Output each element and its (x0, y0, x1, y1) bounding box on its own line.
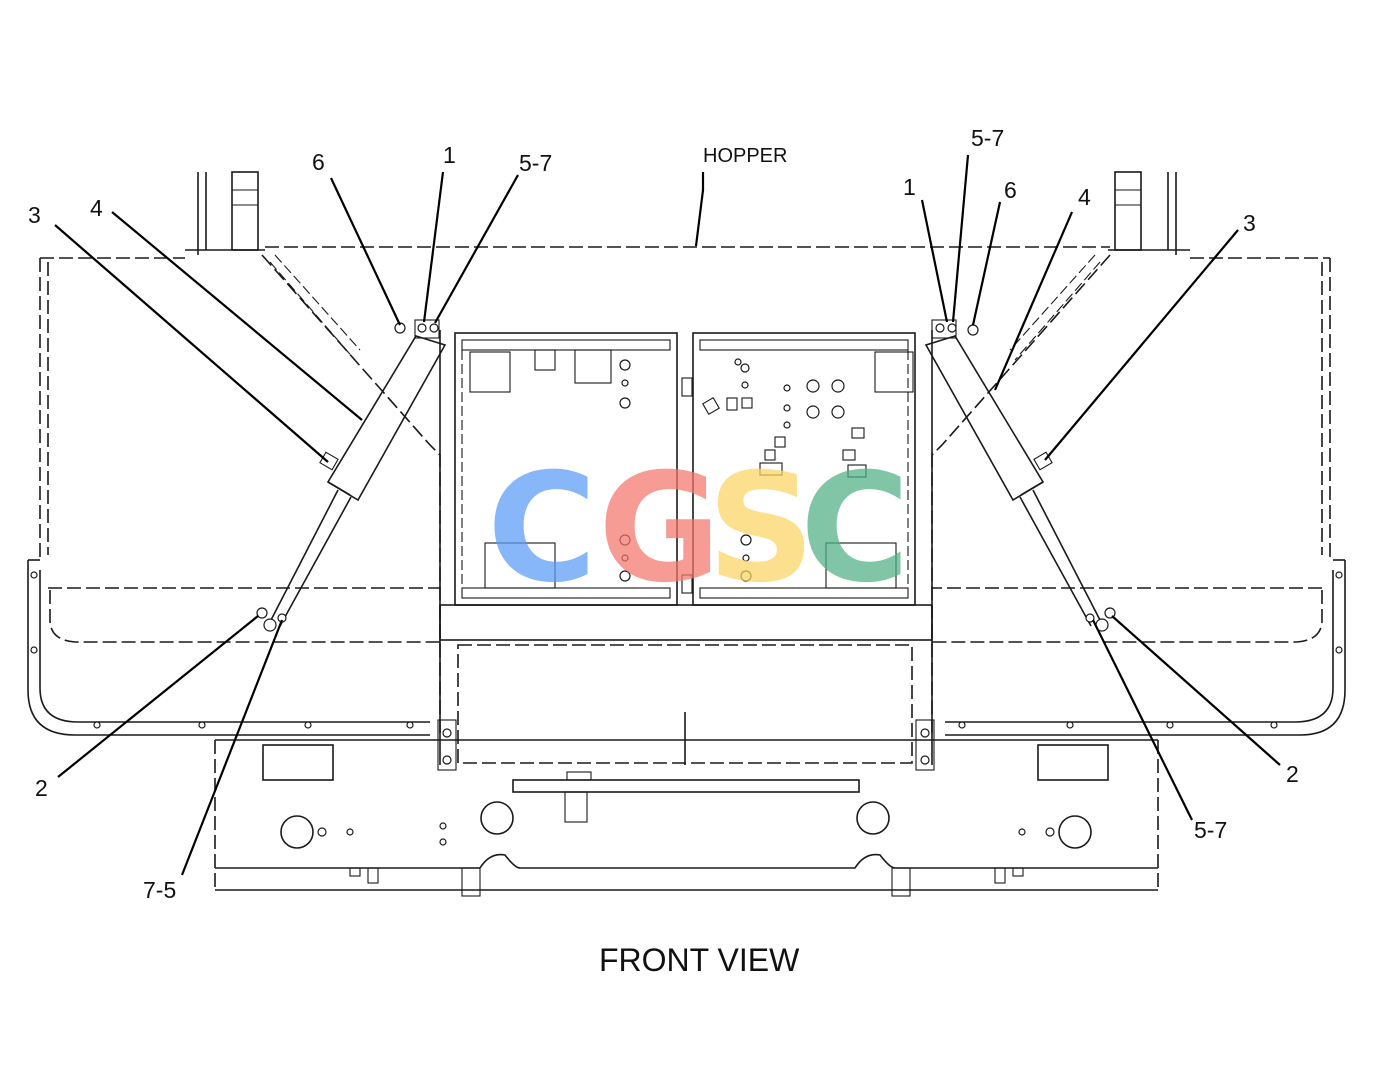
right-callout-6: 6 (1004, 177, 1017, 203)
hopper-top (185, 171, 1190, 255)
lower-chassis (214, 739, 1159, 897)
left-callout-7-5: 7-5 (143, 877, 176, 903)
left-callout-3: 3 (28, 202, 41, 228)
left-hopper-cylinder (256, 319, 447, 632)
right-hopper-wing (931, 254, 1346, 736)
right-callout-5-7-top: 5-7 (971, 125, 1004, 151)
right-callout-3: 3 (1243, 210, 1256, 236)
watermark-letter-c2: C (800, 442, 910, 616)
watermark-letter-g: G (598, 442, 721, 616)
watermark-letter-s: S (707, 442, 815, 616)
leader-lines (54, 154, 1281, 876)
cgsc-watermark: C G S C (487, 442, 910, 616)
right-hopper-cylinder (924, 319, 1116, 632)
view-title: FRONT VIEW (599, 942, 800, 978)
right-callout-1: 1 (903, 174, 916, 200)
central-frame (437, 330, 935, 771)
watermark-letter-c1: C (487, 442, 597, 616)
right-callout-5-7-bottom: 5-7 (1194, 817, 1227, 843)
hopper-label: HOPPER (703, 145, 787, 167)
left-callout-5-7: 5-7 (519, 150, 552, 176)
right-callout-4: 4 (1078, 184, 1091, 210)
left-hopper-wing (27, 254, 441, 736)
right-callout-2: 2 (1286, 761, 1299, 787)
left-callout-4: 4 (90, 195, 103, 221)
left-callout-6: 6 (312, 149, 325, 175)
left-callout-2: 2 (35, 775, 48, 801)
left-callout-1: 1 (443, 142, 456, 168)
